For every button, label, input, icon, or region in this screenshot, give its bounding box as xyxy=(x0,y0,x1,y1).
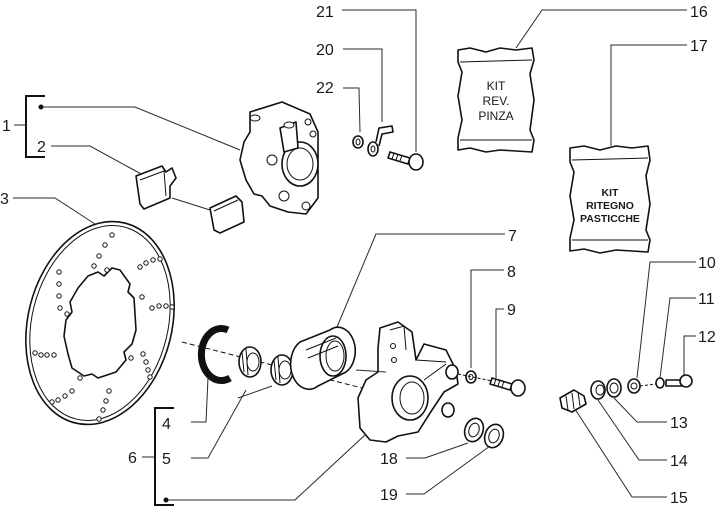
seal-ring-14 xyxy=(590,380,606,400)
callout-22: 22 xyxy=(316,80,334,97)
washer-13 xyxy=(606,378,622,398)
callout-14: 14 xyxy=(670,453,688,470)
leader-5a xyxy=(191,389,247,459)
leader-20 xyxy=(343,48,383,122)
callout-13: 13 xyxy=(670,415,688,432)
leader-14 xyxy=(597,399,667,461)
leader-12 xyxy=(683,335,696,378)
roller-bearing-b xyxy=(270,354,294,386)
kit-17-line-2: RITEGNO xyxy=(586,200,634,212)
brake-pad-1 xyxy=(135,165,177,210)
callout-15: 15 xyxy=(670,490,688,507)
kit-16-line-2: REV. xyxy=(483,94,510,108)
leader-21 xyxy=(342,9,417,152)
callout-20: 20 xyxy=(316,42,334,59)
callout-12: 12 xyxy=(698,329,716,346)
kit-16-line-1: KIT xyxy=(487,79,506,93)
screw-21 xyxy=(387,151,424,171)
brake-pad-2 xyxy=(209,195,245,234)
hub-support xyxy=(357,321,459,443)
roller-bearing-a xyxy=(238,346,262,378)
callout-4: 4 xyxy=(162,416,171,433)
leader-19 xyxy=(406,445,491,495)
screw-12 xyxy=(665,374,693,388)
leader-10 xyxy=(636,261,696,379)
washer-10 xyxy=(627,378,641,394)
leader-13 xyxy=(613,397,667,423)
brake-caliper xyxy=(239,101,319,215)
leader-3 xyxy=(13,197,96,225)
oil-seal-4 xyxy=(197,325,232,385)
leader-22 xyxy=(343,87,361,133)
oil-seal-18 xyxy=(463,417,485,443)
callout-6: 6 xyxy=(128,450,137,467)
kit-16-line-3: PINZA xyxy=(478,109,513,123)
leader-4 xyxy=(191,377,209,423)
spring-washer-11 xyxy=(655,377,665,389)
screw-9 xyxy=(489,377,526,397)
callout-16: 16 xyxy=(690,4,708,21)
kit-17-line-3: PASTICCHE xyxy=(580,213,640,225)
leader-11 xyxy=(659,297,696,379)
callout-8: 8 xyxy=(507,264,516,281)
callout-18: 18 xyxy=(380,451,398,468)
leader-16 xyxy=(515,9,687,49)
clip-20 xyxy=(367,125,394,157)
leader-7 xyxy=(323,233,505,359)
oil-seal-19 xyxy=(483,423,505,449)
washer-8 xyxy=(465,370,477,384)
leader-5b xyxy=(237,385,273,399)
leader-17 xyxy=(610,44,687,146)
callout-9: 9 xyxy=(507,302,516,319)
callout-17: 17 xyxy=(690,38,708,55)
speedo-gear-15 xyxy=(559,389,587,413)
callout-3: 3 xyxy=(0,191,9,208)
leader-15 xyxy=(572,405,667,498)
leader-2 xyxy=(51,145,144,176)
callout-21: 21 xyxy=(316,4,334,21)
callout-2: 2 xyxy=(37,139,46,156)
callout-11: 11 xyxy=(698,291,715,308)
leader-8 xyxy=(470,269,504,368)
kit-17-line-1: KIT xyxy=(602,187,620,199)
leader-9 xyxy=(495,308,504,378)
brake-disc xyxy=(25,220,175,426)
group-bracket-1 xyxy=(14,95,241,158)
bushing-7 xyxy=(289,326,356,391)
callout-1: 1 xyxy=(2,118,11,135)
washer-22 xyxy=(352,135,364,149)
leader-18 xyxy=(406,442,469,459)
callout-5: 5 xyxy=(162,451,171,468)
kit-16-bag: KIT REV. PINZA xyxy=(457,47,535,153)
callout-10: 10 xyxy=(698,255,716,272)
callout-19: 19 xyxy=(380,487,398,504)
group-bracket-6 xyxy=(142,407,367,506)
callout-7: 7 xyxy=(508,228,517,245)
kit-17-bag: KIT RITEGNO PASTICCHE xyxy=(569,145,651,254)
